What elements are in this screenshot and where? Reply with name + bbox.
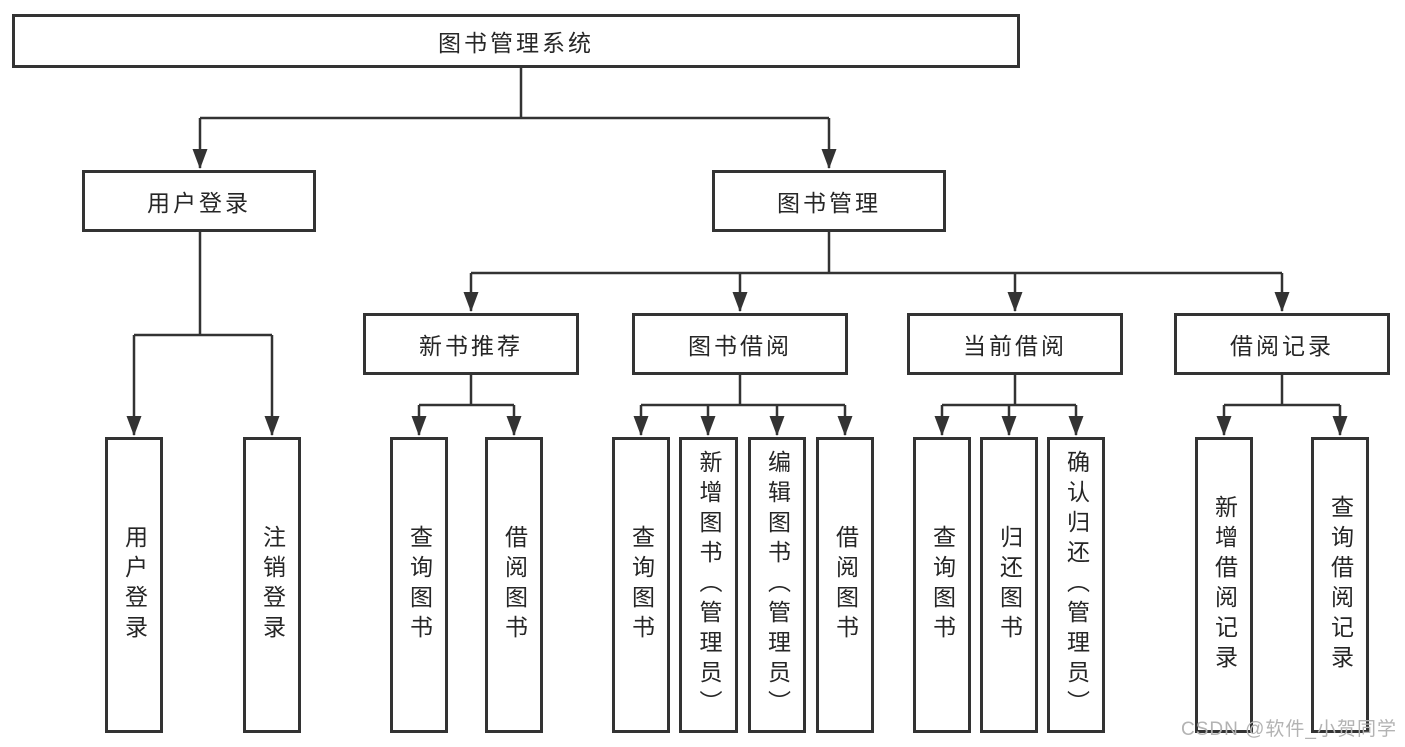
node-label: 编辑图书（管理员） bbox=[764, 450, 791, 720]
node-book-management-system: 图书管理系统 bbox=[12, 14, 1020, 68]
node-label: 借阅图书 bbox=[501, 525, 528, 645]
leaf-logout: 注销登录 bbox=[243, 437, 301, 733]
node-label: 查询图书 bbox=[929, 525, 956, 645]
node-label: 查询图书 bbox=[628, 525, 655, 645]
connector-user-login-to-leaves bbox=[126, 232, 280, 436]
leaf-edit-book-admin: 编辑图书（管理员） bbox=[748, 437, 806, 733]
leaf-add-book-admin: 新增图书（管理员） bbox=[679, 437, 738, 733]
node-label: 用户登录 bbox=[147, 190, 251, 216]
connector-borrow-records-to-leaves bbox=[1216, 375, 1348, 436]
node-book-borrow: 图书借阅 bbox=[632, 313, 848, 375]
node-label: 图书借阅 bbox=[688, 333, 792, 359]
node-label: 新增图书（管理员） bbox=[696, 450, 722, 720]
node-current-borrow: 当前借阅 bbox=[907, 313, 1123, 375]
node-book-management: 图书管理 bbox=[712, 170, 946, 232]
leaf-query-books-current: 查询图书 bbox=[913, 437, 971, 733]
leaf-query-borrow-record: 查询借阅记录 bbox=[1311, 437, 1369, 733]
connector-current-borrow-to-leaves bbox=[934, 375, 1084, 436]
leaf-return-book: 归还图书 bbox=[980, 437, 1038, 733]
node-user-login: 用户登录 bbox=[82, 170, 316, 232]
node-label: 归还图书 bbox=[996, 525, 1023, 645]
leaf-query-books-recommend: 查询图书 bbox=[390, 437, 448, 733]
connector-new-book-recommend-to-leaves bbox=[411, 375, 522, 436]
node-label: 查询借阅记录 bbox=[1327, 495, 1354, 675]
node-borrow-records: 借阅记录 bbox=[1174, 313, 1390, 375]
node-label: 借阅图书 bbox=[832, 525, 859, 645]
node-label: 当前借阅 bbox=[963, 333, 1067, 359]
node-new-book-recommend: 新书推荐 bbox=[363, 313, 579, 375]
leaf-add-borrow-record: 新增借阅记录 bbox=[1195, 437, 1253, 733]
leaf-borrow-books-recommend: 借阅图书 bbox=[485, 437, 543, 733]
node-label: 借阅记录 bbox=[1230, 333, 1334, 359]
node-label: 新书推荐 bbox=[419, 333, 523, 359]
connector-book-borrow-to-leaves bbox=[633, 375, 853, 436]
node-label: 确认归还（管理员） bbox=[1063, 450, 1090, 720]
node-label: 图书管理 bbox=[777, 190, 881, 216]
connector-book-management-to-level3 bbox=[463, 232, 1290, 312]
leaf-user-login: 用户登录 bbox=[105, 437, 163, 733]
leaf-borrow-books: 借阅图书 bbox=[816, 437, 874, 733]
node-label: 图书管理系统 bbox=[438, 30, 594, 56]
leaf-query-books-borrow: 查询图书 bbox=[612, 437, 670, 733]
leaf-confirm-return-admin: 确认归还（管理员） bbox=[1047, 437, 1105, 733]
node-label: 查询图书 bbox=[406, 525, 433, 645]
node-label: 新增借阅记录 bbox=[1211, 495, 1238, 675]
node-label: 用户登录 bbox=[121, 525, 148, 645]
node-label: 注销登录 bbox=[259, 525, 286, 645]
connector-root-to-level2 bbox=[192, 68, 837, 169]
watermark-text: CSDN @软件_小贺同学 bbox=[1181, 719, 1397, 740]
